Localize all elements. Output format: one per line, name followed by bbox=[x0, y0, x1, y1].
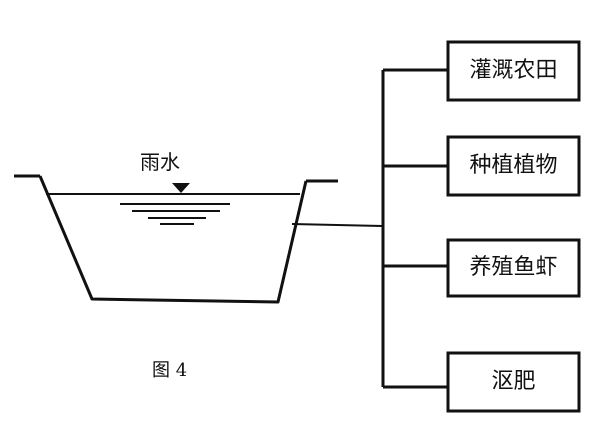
box-plant-label: 种植植物 bbox=[469, 153, 558, 178]
box-aquaculture-label: 养殖鱼虾 bbox=[469, 255, 558, 280]
pond-outline bbox=[38, 175, 308, 304]
figure-caption: 图 4 bbox=[152, 360, 188, 381]
box-aquaculture bbox=[446, 238, 581, 298]
box-plant bbox=[446, 135, 581, 197]
box-compost bbox=[446, 351, 581, 413]
box-compost-label: 沤肥 bbox=[491, 369, 536, 394]
box-irrigate-label: 灌溉农田 bbox=[469, 58, 558, 83]
box-irrigate bbox=[446, 40, 581, 102]
water-level-icon bbox=[172, 183, 190, 193]
rain-label: 雨水 bbox=[140, 150, 180, 174]
outlet-pipe bbox=[291, 223, 383, 227]
